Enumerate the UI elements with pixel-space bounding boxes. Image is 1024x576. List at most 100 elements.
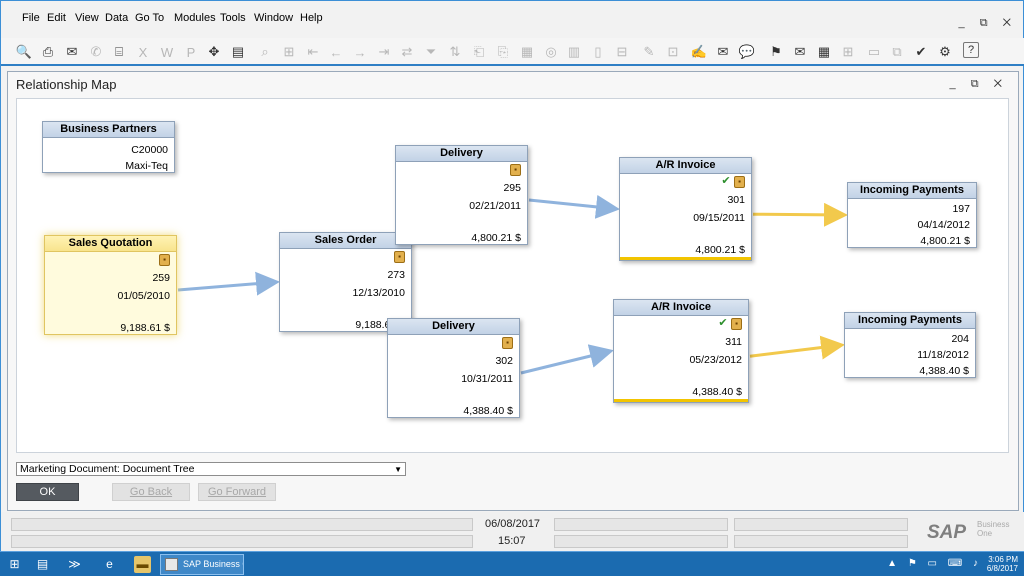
go-back-button[interactable]: Go Back <box>112 483 190 501</box>
journal-icon[interactable]: ✎ <box>643 44 655 59</box>
org-icon[interactable]: ⊞ <box>842 44 854 59</box>
sort-icon[interactable]: ⇅ <box>449 44 461 59</box>
node-field: 197 <box>952 203 970 215</box>
status-field <box>554 518 728 531</box>
freight-icon[interactable]: ▥ <box>567 44 581 59</box>
form-settings-icon[interactable]: ▤ <box>231 44 245 59</box>
menu-modules[interactable]: Modules <box>174 12 216 24</box>
node-field: 02/21/2011 <box>469 200 521 212</box>
gross-profit-icon[interactable]: ▦ <box>520 44 534 59</box>
ok-button[interactable]: OK <box>16 483 79 501</box>
menu-help[interactable]: Help <box>300 12 323 24</box>
open-status-strip <box>620 257 751 260</box>
message-icon[interactable]: ✉ <box>717 44 729 59</box>
taskbar-clock[interactable]: 3:06 PM 6/8/2017 <box>986 555 1018 573</box>
sms-icon[interactable]: ✆ <box>90 44 102 59</box>
node-field: 4,800.21 $ <box>695 244 745 256</box>
print-icon[interactable]: ⎙ <box>42 44 54 59</box>
menu-go-to[interactable]: Go To <box>135 12 165 24</box>
go-forward-button[interactable]: Go Forward <box>198 483 276 501</box>
chat-icon[interactable]: 💬 <box>738 44 756 59</box>
email-icon[interactable]: ✉ <box>66 44 78 59</box>
powershell-icon[interactable]: ≫ <box>68 557 81 571</box>
chevron-down-icon[interactable]: ▼ <box>394 465 402 474</box>
edit-doc-icon[interactable]: ✍ <box>690 44 708 59</box>
approval-icon[interactable]: ⊡ <box>667 44 679 59</box>
alert-icon[interactable]: ⚑ <box>770 44 782 59</box>
document-settings-icon[interactable]: ▯ <box>594 44 602 59</box>
preview-icon[interactable]: 🔍 <box>15 44 33 59</box>
file-explorer-icon[interactable]: ▬ <box>134 556 151 573</box>
next-record-icon[interactable]: → <box>353 44 367 60</box>
app-window-controls[interactable]: _ ⧉ ✕ <box>958 17 1017 29</box>
sap-logo: SAP <box>927 522 967 543</box>
filter-icon[interactable]: ⏷ <box>425 44 437 59</box>
menu-view[interactable]: View <box>75 12 99 24</box>
fax-icon[interactable]: ⌸ <box>115 44 123 59</box>
approved-user-icon: ✔ <box>721 175 731 187</box>
add-icon[interactable]: ⊞ <box>283 44 295 59</box>
node-title: A/R Invoice <box>620 158 751 174</box>
customize-icon[interactable]: ⚙ <box>939 44 951 59</box>
windows-taskbar: ⊞ ▤ ≫ e ▬ SAP Business One... ▲ ⚑ ▭ ⌨ ♪ … <box>0 551 1024 576</box>
node-field: 301 <box>727 194 745 206</box>
window-controls[interactable]: _ ⧉ ✕ <box>949 78 1008 90</box>
menu-file[interactable]: File <box>22 12 40 24</box>
windows-start-icon[interactable]: ⊞ <box>9 557 20 571</box>
payment-means-icon[interactable]: ◎ <box>545 44 557 59</box>
last-record-icon[interactable]: ⇥ <box>378 44 390 59</box>
node-title: Incoming Payments <box>848 183 976 199</box>
node-field: 4,388.40 $ <box>692 386 742 398</box>
node-field: 295 <box>503 182 521 194</box>
taskbar-sap-button[interactable]: SAP Business One... <box>160 554 244 575</box>
menu-tools[interactable]: Tools <box>220 12 246 24</box>
report-icon[interactable]: ▭ <box>867 44 881 59</box>
menu-data[interactable]: Data <box>105 12 129 24</box>
move-icon[interactable]: ✥ <box>208 44 220 59</box>
copy-icon[interactable]: ⧉ <box>892 44 902 59</box>
status-field <box>734 518 908 531</box>
help-icon[interactable]: ? <box>963 42 979 58</box>
flow-arrow-i1-to-p1 <box>752 202 848 227</box>
menu-edit[interactable]: Edit <box>47 12 66 24</box>
node-field: 4,388.40 $ <box>463 405 513 417</box>
base-document-icon[interactable]: ⎗ <box>473 44 485 59</box>
server-manager-icon[interactable]: ▤ <box>36 557 49 571</box>
target-document-icon[interactable]: ⎘ <box>497 44 509 59</box>
find-icon[interactable]: ⌕ <box>261 44 269 59</box>
word-icon[interactable]: W <box>160 44 174 60</box>
status-date: 06/08/2017 <box>485 518 541 530</box>
internet-explorer-icon[interactable]: e <box>106 557 113 571</box>
calculator-icon[interactable]: ▦ <box>817 44 831 59</box>
system-tray-icons[interactable]: ▲ ⚑ ▭ ⌨ ♪ <box>887 558 982 569</box>
selector-value: Marketing Document: Document Tree <box>20 463 195 475</box>
check-icon[interactable]: ✔ <box>915 44 927 59</box>
previous-record-icon[interactable]: ← <box>329 44 343 60</box>
node-status-icons: ▪ <box>510 164 521 176</box>
menu-window[interactable]: Window <box>254 12 294 24</box>
lock-icon: ▪ <box>731 318 742 330</box>
layout-designer-icon[interactable]: ⊟ <box>616 44 628 59</box>
node-status-icons: ✔▪ <box>720 176 745 188</box>
pdf-icon[interactable]: P <box>186 44 196 60</box>
flow-arrow-d1-to-i1 <box>528 194 620 219</box>
flow-arrow-d2-to-i2 <box>520 344 614 375</box>
node-field: 04/14/2012 <box>917 219 970 231</box>
status-field <box>11 535 473 548</box>
first-record-icon[interactable]: ⇤ <box>307 44 319 59</box>
refresh-icon[interactable]: ⇄ <box>401 44 413 59</box>
excel-icon[interactable]: X <box>138 44 148 60</box>
mail-icon[interactable]: ✉ <box>794 44 806 59</box>
map-view-selector[interactable]: Marketing Document: Document Tree ▼ <box>16 462 406 476</box>
